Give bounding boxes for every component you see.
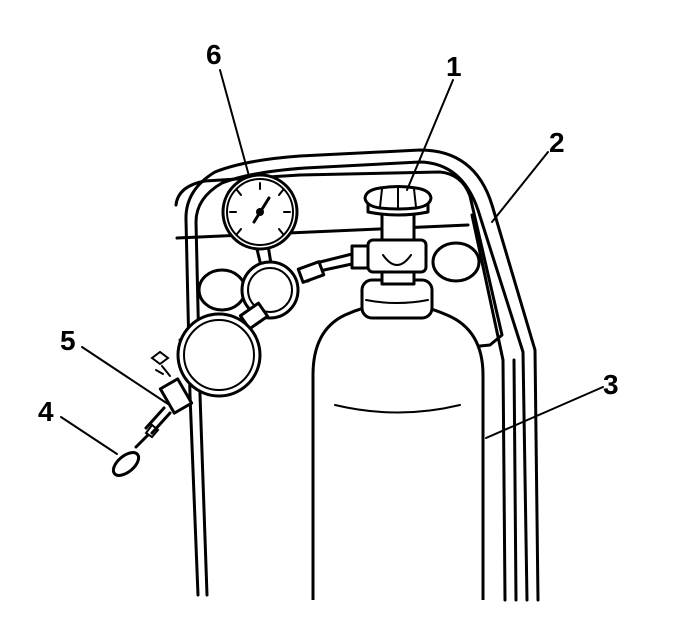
leader-3 [485, 386, 604, 439]
callout-5: 5 [60, 325, 76, 356]
callout-4: 4 [38, 396, 54, 427]
pressure-regulator [176, 260, 300, 398]
valve-outlet-nut [350, 244, 370, 270]
panel-hole-right [431, 241, 481, 283]
hose-end-fitting [111, 433, 150, 477]
cylinder-neck [360, 278, 434, 320]
callout-labels: 1 2 3 4 5 6 [38, 39, 619, 427]
callout-6: 6 [206, 39, 222, 70]
leader-lines [60, 69, 604, 455]
valve-outlet-block [366, 238, 428, 274]
callout-3: 3 [603, 369, 619, 400]
leader-2 [491, 151, 549, 223]
gas-cylinder [311, 278, 485, 600]
back-panel [174, 170, 504, 352]
leader-4 [60, 416, 118, 455]
o-ring-icon [111, 451, 141, 477]
leader-6 [219, 69, 250, 177]
leader-5 [81, 346, 169, 405]
pressure-gauge [221, 173, 299, 272]
outlet-fitting [144, 350, 194, 439]
callout-1: 1 [446, 51, 462, 82]
panel-hole-left [197, 268, 247, 312]
callout-2: 2 [549, 127, 565, 158]
regulator-pipe [296, 252, 354, 284]
cylinder-valve [350, 185, 433, 286]
leader-1 [406, 79, 454, 191]
regulator-large-dial [176, 312, 262, 398]
